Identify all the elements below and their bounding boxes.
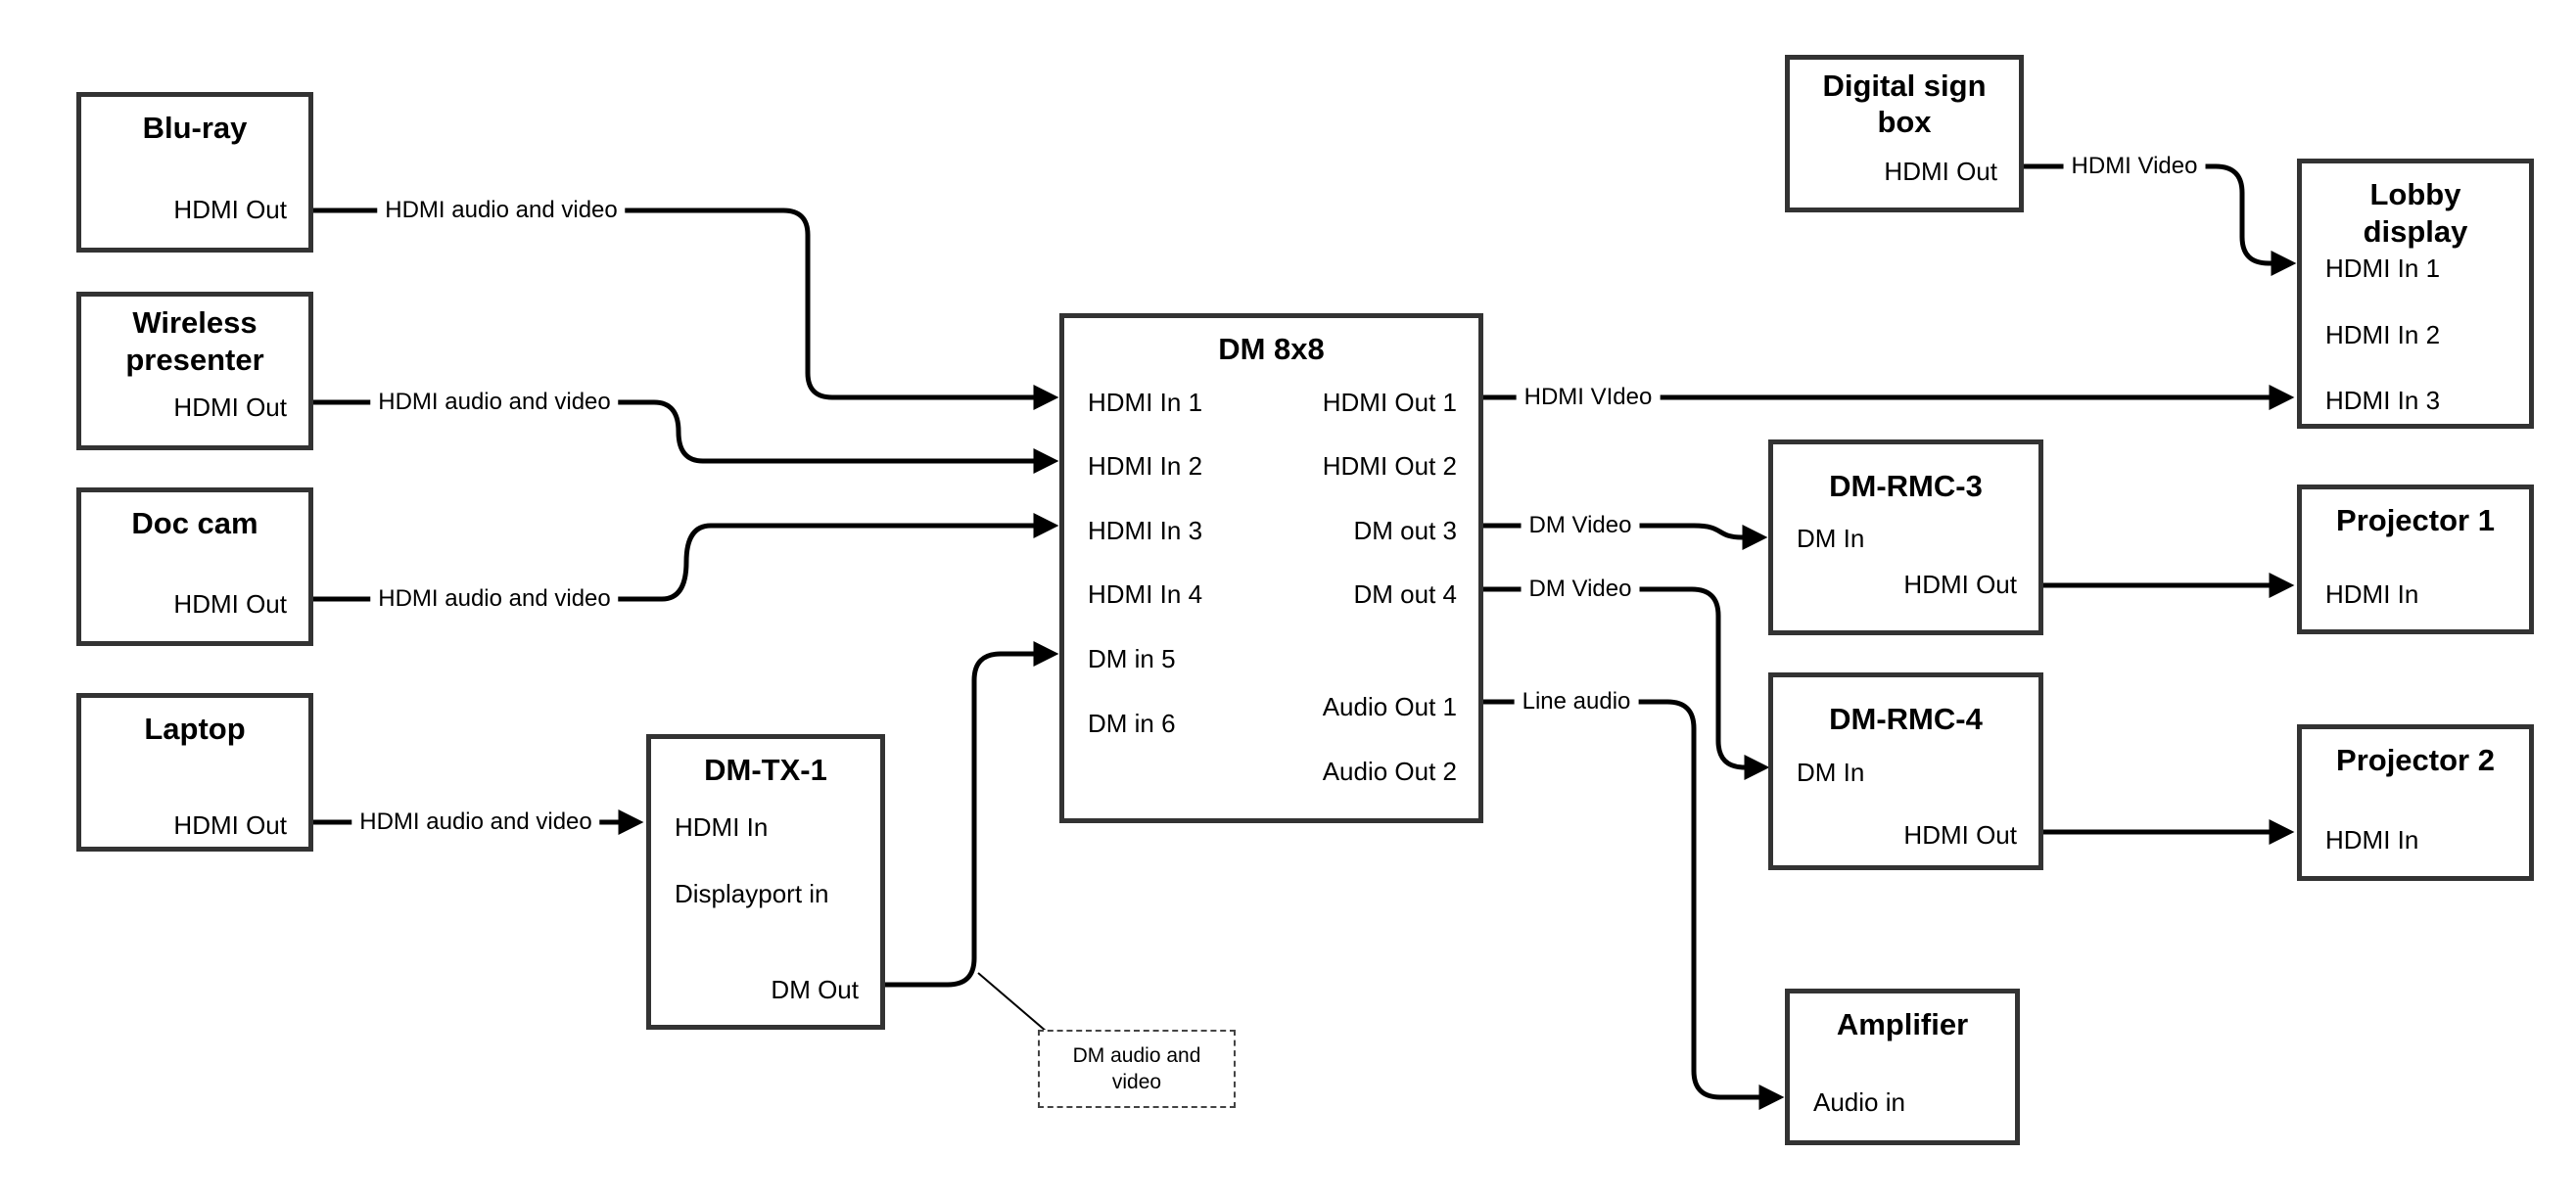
node-dm-rmc-3: DM-RMC-3 DM In HDMI Out [1768, 439, 2043, 635]
node-projector-2: Projector 2 HDMI In [2297, 724, 2534, 881]
port-hdmi-in: HDMI In [2325, 579, 2419, 609]
port-dm-out-3: DM out 3 [1353, 516, 1458, 545]
node-title: DM-TX-1 [704, 753, 827, 787]
wire-digital-sign-to-lobby-hdmi-in-1 [2024, 163, 2297, 276]
node-title: DM-RMC-3 [1829, 469, 1983, 503]
node-doc-cam: Doc cam HDMI Out [76, 487, 313, 646]
port-hdmi-in: HDMI In [675, 812, 769, 842]
wire-label-hdmi-video-out1: HDMI VIdeo [1516, 383, 1661, 412]
port-dm-in: DM In [1797, 758, 1865, 787]
port-displayport-in: Displayport in [675, 879, 829, 908]
wire-label-hdmi-audio-video-laptop: HDMI audio and video [351, 808, 600, 837]
wire-label-hdmi-audio-video-doccam: HDMI audio and video [370, 584, 619, 614]
wire-label-line-audio: Line audio [1514, 687, 1639, 716]
port-audio-out-1: Audio Out 1 [1322, 692, 1457, 721]
port-hdmi-out: HDMI Out [1884, 157, 1997, 186]
wire-doccam-to-dm8x8-hdmi-in-3 [313, 513, 1059, 602]
port-hdmi-out: HDMI Out [173, 589, 287, 619]
node-title: DM 8x8 [1218, 332, 1325, 366]
node-wireless-presenter: Wireless presenter HDMI Out [76, 292, 313, 450]
wire-label-hdmi-video-digital-sign: HDMI Video [2063, 152, 2206, 181]
wire-bluray-to-dm8x8-hdmi-in-1 [313, 208, 1059, 410]
wire-dm8x8-audio-out-1-to-amplifier-audio-in [1483, 699, 1785, 1110]
port-hdmi-out: HDMI Out [173, 810, 287, 840]
node-projector-1: Projector 1 HDMI In [2297, 485, 2534, 634]
wire-label-hdmi-audio-video-wireless: HDMI audio and video [370, 388, 619, 417]
port-dm-in: DM In [1797, 524, 1865, 553]
node-title: Lobby display [2363, 177, 2468, 249]
node-digital-sign-box: Digital sign box HDMI Out [1785, 55, 2024, 212]
node-laptop: Laptop HDMI Out [76, 693, 313, 852]
node-title: Digital sign box [1822, 69, 1987, 139]
port-hdmi-in-1: HDMI In 1 [2325, 254, 2441, 283]
node-title: Laptop [144, 712, 246, 746]
node-title: Wireless presenter [125, 305, 264, 377]
port-hdmi-out: HDMI Out [173, 195, 287, 224]
port-hdmi-out: HDMI Out [1903, 820, 2017, 850]
wire-label-dm-video-out4: DM Video [1521, 575, 1640, 604]
node-title: Projector 2 [2336, 743, 2495, 777]
port-dm-out: DM Out [771, 975, 859, 1004]
port-hdmi-out: HDMI Out [1903, 570, 2017, 599]
port-dm-in-5: DM in 5 [1088, 644, 1176, 673]
port-audio-in: Audio in [1813, 1087, 1905, 1117]
wire-label-hdmi-audio-video-bluray: HDMI audio and video [377, 196, 626, 225]
node-title: DM-RMC-4 [1829, 702, 1983, 736]
node-dm-tx-1: DM-TX-1 HDMI In Displayport in DM Out [646, 734, 885, 1030]
port-hdmi-out: HDMI Out [173, 393, 287, 422]
note-dm-audio-and-video: DM audio and video [1038, 1030, 1236, 1108]
port-hdmi-in-4: HDMI In 4 [1088, 579, 1203, 609]
wire-dm8x8-dm-out-3-to-dmrmc3-dm-in [1483, 523, 1768, 550]
port-dm-out-4: DM out 4 [1353, 579, 1458, 609]
node-title: Amplifier [1836, 1007, 1969, 1041]
port-hdmi-in: HDMI In [2325, 825, 2419, 855]
port-hdmi-out-1: HDMI Out 1 [1322, 388, 1457, 417]
note-text: DM audio and video [1072, 1044, 1201, 1093]
port-hdmi-in-3: HDMI In 3 [1088, 516, 1203, 545]
port-dm-in-6: DM in 6 [1088, 709, 1176, 738]
node-lobby-display: Lobby display HDMI In 1 HDMI In 2 HDMI I… [2297, 159, 2534, 429]
node-bluray: Blu-ray HDMI Out [76, 92, 313, 253]
port-hdmi-in-3: HDMI In 3 [2325, 386, 2441, 415]
port-hdmi-in-1: HDMI In 1 [1088, 388, 1203, 417]
wire-dmtx1-dm-out-to-dm8x8-dm-in-5 [885, 641, 1059, 988]
node-title: Blu-ray [142, 111, 248, 145]
wire-label-dm-video-out3: DM Video [1521, 511, 1640, 540]
wire-dm8x8-dm-out-4-to-dmrmc4-dm-in [1483, 586, 1770, 780]
port-hdmi-in-2: HDMI In 2 [2325, 320, 2441, 349]
wire-wireless-to-dm8x8-hdmi-in-2 [313, 399, 1059, 474]
port-hdmi-out-2: HDMI Out 2 [1322, 451, 1457, 481]
node-dm-8x8: DM 8x8 HDMI In 1 HDMI In 2 HDMI In 3 HDM… [1059, 313, 1483, 823]
node-dm-rmc-4: DM-RMC-4 DM In HDMI Out [1768, 672, 2043, 870]
node-title: Doc cam [131, 506, 258, 540]
note-callout-line [977, 972, 1054, 1039]
node-amplifier: Amplifier Audio in [1785, 989, 2020, 1145]
node-title: Projector 1 [2336, 503, 2495, 537]
port-hdmi-in-2: HDMI In 2 [1088, 451, 1203, 481]
port-audio-out-2: Audio Out 2 [1322, 757, 1457, 786]
